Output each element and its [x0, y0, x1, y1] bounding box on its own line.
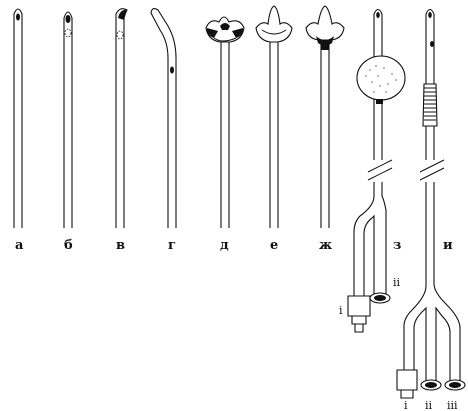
- catheter-i-eye-1: [428, 12, 432, 18]
- label-a: а: [15, 238, 24, 253]
- port-label-i-ii: ii: [425, 399, 433, 411]
- catheter-v-back-eye: [116, 30, 124, 40]
- label-z: з: [393, 238, 401, 253]
- catheter-g-eye: [170, 66, 174, 74]
- catheter-zh: [305, 5, 345, 228]
- label-g: г: [168, 238, 176, 253]
- port-label-z-ii: ii: [393, 276, 401, 289]
- catheter-b: [63, 11, 73, 228]
- port-label-z-i: i: [339, 304, 343, 317]
- catheter-v: [115, 8, 128, 228]
- label-zh: ж: [319, 238, 332, 253]
- catheter-a-eye: [16, 13, 20, 21]
- label-d: д: [220, 238, 229, 253]
- port-label-i-iii: iii: [447, 399, 458, 411]
- catheter-i-eye-2: [430, 41, 434, 47]
- catheter-z: [347, 8, 406, 333]
- catheter-d: [205, 16, 245, 228]
- catheter-v-opening: [118, 9, 127, 20]
- catheter-e: [255, 5, 293, 228]
- catheter-b-back-eye: [64, 28, 72, 38]
- catheter-z-eye: [376, 12, 380, 18]
- catheter-b-eye: [65, 15, 71, 23]
- port-label-i-i: i: [404, 399, 408, 411]
- catheter-a: [13, 8, 23, 228]
- catheter-g: [150, 8, 177, 228]
- catheter-z-balloon: [356, 55, 406, 101]
- label-i: и: [443, 238, 453, 253]
- catheter-i: [396, 8, 466, 399]
- label-b: б: [64, 238, 73, 253]
- label-v: в: [116, 238, 125, 253]
- label-e: е: [270, 238, 278, 253]
